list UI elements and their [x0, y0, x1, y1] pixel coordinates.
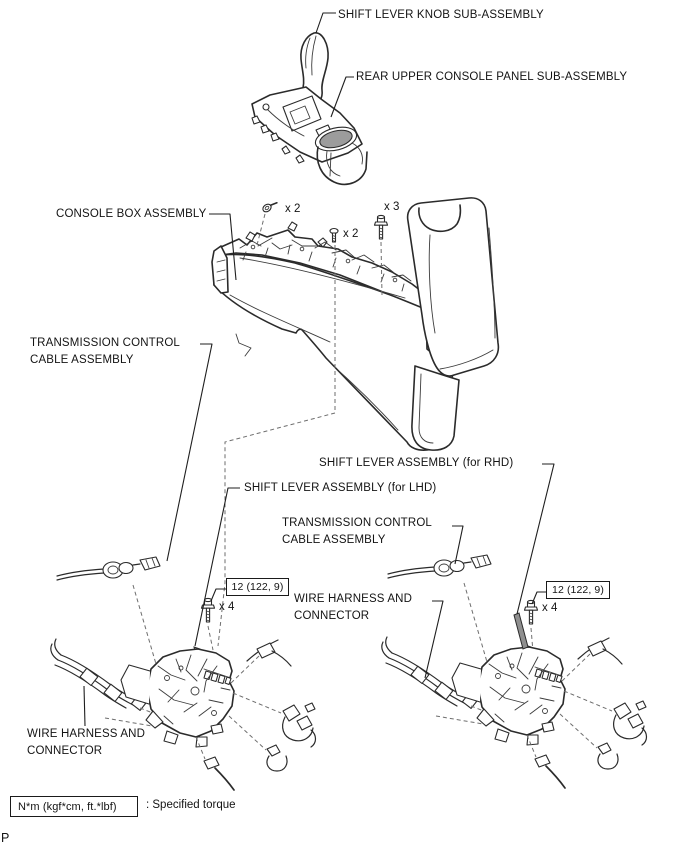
label-shift-lever-knob: SHIFT LEVER KNOB SUB-ASSEMBLY: [338, 9, 544, 21]
label-line: WIRE HARNESS AND: [27, 728, 146, 740]
qty-screw-top: x 2: [285, 203, 301, 215]
label-line: TRANSMISSION CONTROL: [30, 337, 180, 349]
qty-bolt-left: x 4: [219, 601, 235, 613]
label-wire-harness-right: WIRE HARNESS AND CONNECTOR: [294, 591, 412, 625]
label-rear-upper-console-panel: REAR UPPER CONSOLE PANEL SUB-ASSEMBLY: [356, 71, 628, 83]
torque-spec-left: 12 (122, 9): [226, 578, 289, 596]
torque-legend-description: : Specified torque: [146, 799, 236, 811]
torque-legend-box: N*m (kgf*cm, ft.*lbf): [10, 796, 138, 817]
label-wire-harness-left: WIRE HARNESS AND CONNECTOR: [27, 726, 145, 760]
screw-icon: [329, 227, 339, 243]
label-line: TRANSMISSION CONTROL: [282, 517, 432, 529]
dashed-assembly-lines: [207, 213, 534, 653]
bolt-icon: [523, 599, 539, 625]
qty-screw-mid: x 2: [343, 228, 359, 240]
qty-bolt-top: x 3: [384, 201, 400, 213]
armrest-lid-drawing: [406, 197, 500, 451]
cup-holder-shade: [319, 129, 353, 149]
label-line: CABLE ASSEMBLY: [282, 534, 386, 546]
label-transmission-cable-right: TRANSMISSION CONTROL CABLE ASSEMBLY: [282, 515, 432, 549]
label-transmission-cable-left: TRANSMISSION CONTROL CABLE ASSEMBLY: [30, 335, 180, 369]
label-console-box: CONSOLE BOX ASSEMBLY: [56, 208, 207, 220]
label-shift-lever-rhd: SHIFT LEVER ASSEMBLY (for RHD): [319, 457, 514, 469]
label-line: CABLE ASSEMBLY: [30, 354, 134, 366]
leader-lines: [83, 12, 555, 727]
qty-bolt-right: x 4: [542, 602, 558, 614]
screw-icon: [262, 202, 278, 213]
label-shift-lever-lhd: SHIFT LEVER ASSEMBLY (for LHD): [244, 482, 437, 494]
rear-upper-console-panel-drawing: [251, 86, 368, 186]
label-line: CONNECTOR: [27, 745, 103, 757]
bolt-icon: [200, 597, 216, 623]
bolt-icon: [373, 214, 389, 240]
label-line: WIRE HARNESS AND: [294, 593, 413, 605]
label-line: CONNECTOR: [294, 610, 370, 622]
torque-spec-right: 12 (122, 9): [546, 581, 610, 599]
page-marker: P: [1, 831, 10, 845]
